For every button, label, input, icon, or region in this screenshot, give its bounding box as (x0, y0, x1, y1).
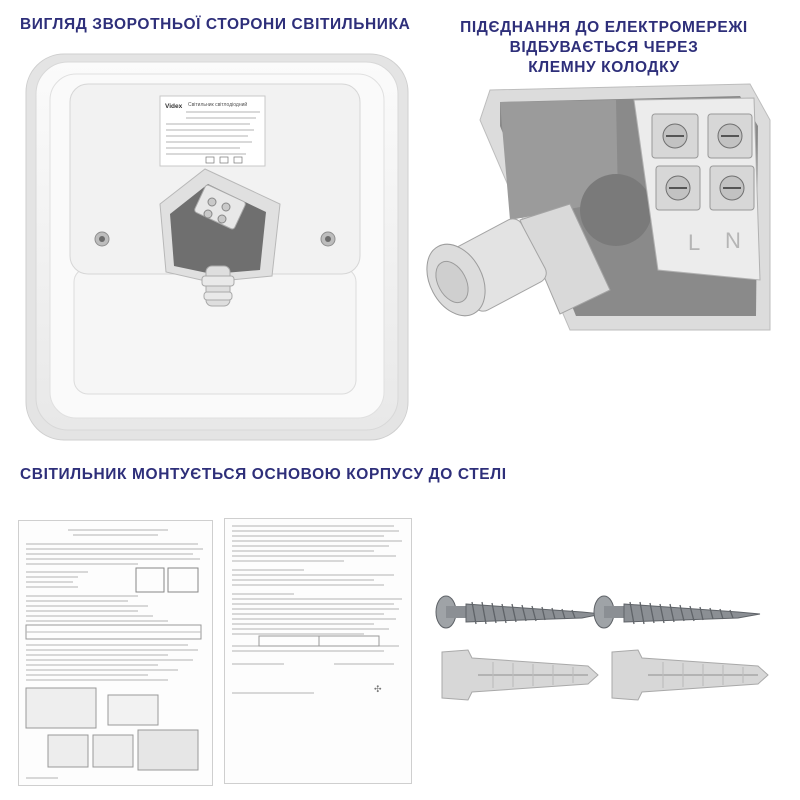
screw-2 (588, 590, 766, 640)
screw-1 (432, 590, 607, 640)
wall-plug-2 (608, 640, 773, 710)
instruction-sheet-back: ✣ (224, 518, 412, 784)
svg-text:✣: ✣ (374, 685, 382, 695)
terminal-mark-n: N (725, 228, 741, 253)
label-heading: Світильник світлодіодний (188, 101, 247, 108)
rear-view-caption: ВИГЛЯД ЗВОРОТНЬОЇ СТОРОНИ СВІТИЛЬНИКА (20, 16, 411, 33)
terminal-block: L N (633, 97, 761, 281)
label-brand: Videx (165, 103, 183, 110)
connection-caption-line3: КЛЕМНУ КОЛОДКУ (528, 59, 680, 76)
instruction-sheet-front (18, 520, 213, 786)
cable-gland (426, 203, 611, 317)
connection-caption-line1: ПІДЄДНАННЯ ДО ЕЛЕКТРОМЕРЕЖІ (460, 19, 748, 36)
terminal-mark-l: L (688, 230, 700, 255)
connection-caption: ПІДЄДНАННЯ ДО ЕЛЕКТРОМЕРЕЖІ ВІДБУВАЄТЬСЯ… (420, 18, 788, 78)
connection-caption-line2: ВІДБУВАЄТЬСЯ ЧЕРЕЗ (509, 39, 699, 56)
luminaire-rear-photo: Videx Світильник світлодіодний (10, 44, 420, 444)
mounting-caption: СВІТИЛЬНИК МОНТУЄТЬСЯ ОСНОВОЮ КОРПУСУ ДО… (20, 466, 507, 483)
product-label-sticker: Videx Світильник світлодіодний (159, 95, 266, 167)
terminal-box-photo: L N (420, 80, 800, 350)
wall-plug-1 (438, 640, 603, 710)
